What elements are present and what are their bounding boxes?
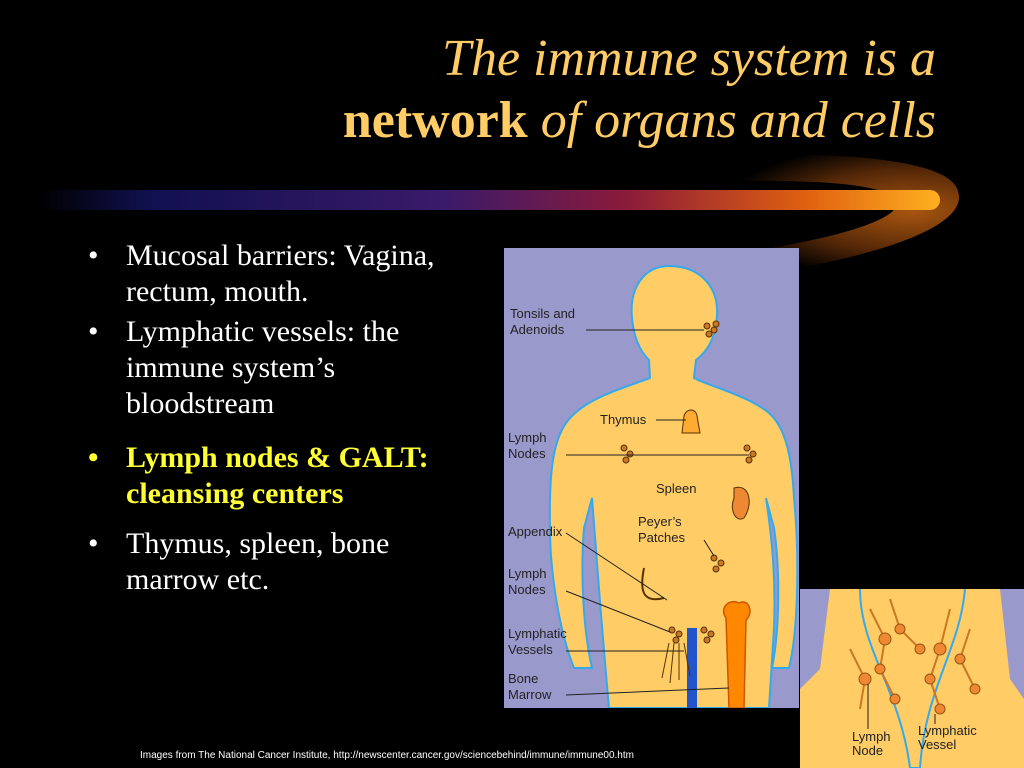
bullet-glyph: • — [88, 239, 99, 272]
label-bone-marrow-2: Marrow — [508, 687, 552, 702]
slide-title: The immune system is a network of organs… — [136, 28, 936, 152]
bullet-item: • Mucosal barriers: Vagina, rectum, mout… — [88, 238, 488, 310]
bullet-glyph: • — [88, 527, 99, 560]
bone-marrow-shape — [722, 601, 751, 708]
bullet-glyph: • — [88, 441, 99, 474]
inset-label-lymphatic-vessel-2: Vessel — [918, 737, 956, 752]
inset-label-lymph-node-1: Lymph — [852, 729, 891, 744]
title-bold-word: network — [342, 92, 528, 149]
blood-vessel-shape — [687, 628, 697, 708]
label-lymph-nodes-lower-2: Nodes — [508, 582, 546, 597]
label-thymus: Thymus — [600, 412, 647, 427]
bullet-text: Thymus, spleen, bone marrow etc. — [126, 527, 390, 596]
label-lymphatic-vessels-2: Vessels — [508, 642, 553, 657]
image-credit: Images from The National Cancer Institut… — [140, 750, 634, 761]
spleen-shape — [731, 486, 750, 520]
label-lymph-nodes-lower-1: Lymph — [508, 566, 547, 581]
bullet-text: Lymphatic vessels: the immune system’s b… — [126, 315, 400, 420]
title-line-2: of organs and cells — [527, 92, 936, 149]
label-peyers-1: Peyer’s — [638, 514, 682, 529]
thymus-shape — [681, 409, 701, 434]
inset-label-lymph-node-2: Node — [852, 743, 883, 758]
label-spleen: Spleen — [656, 481, 696, 496]
lymph-node-inset-diagram: Lymph Node Lymphatic Vessel — [800, 589, 1024, 768]
title-line-1: The immune system is a — [442, 30, 936, 87]
label-tonsils-1: Tonsils and — [510, 306, 575, 321]
bullet-item: • Lymphatic vessels: the immune system’s… — [88, 314, 488, 422]
bullet-item: • Thymus, spleen, bone marrow etc. — [88, 526, 488, 598]
label-bone-marrow-1: Bone — [508, 671, 538, 686]
label-appendix: Appendix — [508, 524, 563, 539]
inset-label-lymphatic-vessel-1: Lymphatic — [918, 723, 977, 738]
bullet-list: • Mucosal barriers: Vagina, rectum, mout… — [88, 238, 488, 598]
label-lymph-nodes-upper-2: Nodes — [508, 446, 546, 461]
bullet-text: Lymph nodes & GALT: cleansing centers — [126, 441, 429, 510]
label-lymph-nodes-upper-1: Lymph — [508, 430, 547, 445]
bullet-glyph: • — [88, 315, 99, 348]
body-silhouette — [548, 264, 799, 708]
label-peyers-2: Patches — [638, 530, 685, 545]
immune-system-body-diagram: Tonsils and Adenoids Thymus Lymph Nodes … — [504, 248, 799, 708]
label-tonsils-2: Adenoids — [510, 322, 565, 337]
label-lymphatic-vessels-1: Lymphatic — [508, 626, 567, 641]
bullet-text: Mucosal barriers: Vagina, rectum, mouth. — [126, 239, 435, 308]
bullet-item-highlighted: • Lymph nodes & GALT: cleansing centers — [88, 440, 488, 512]
